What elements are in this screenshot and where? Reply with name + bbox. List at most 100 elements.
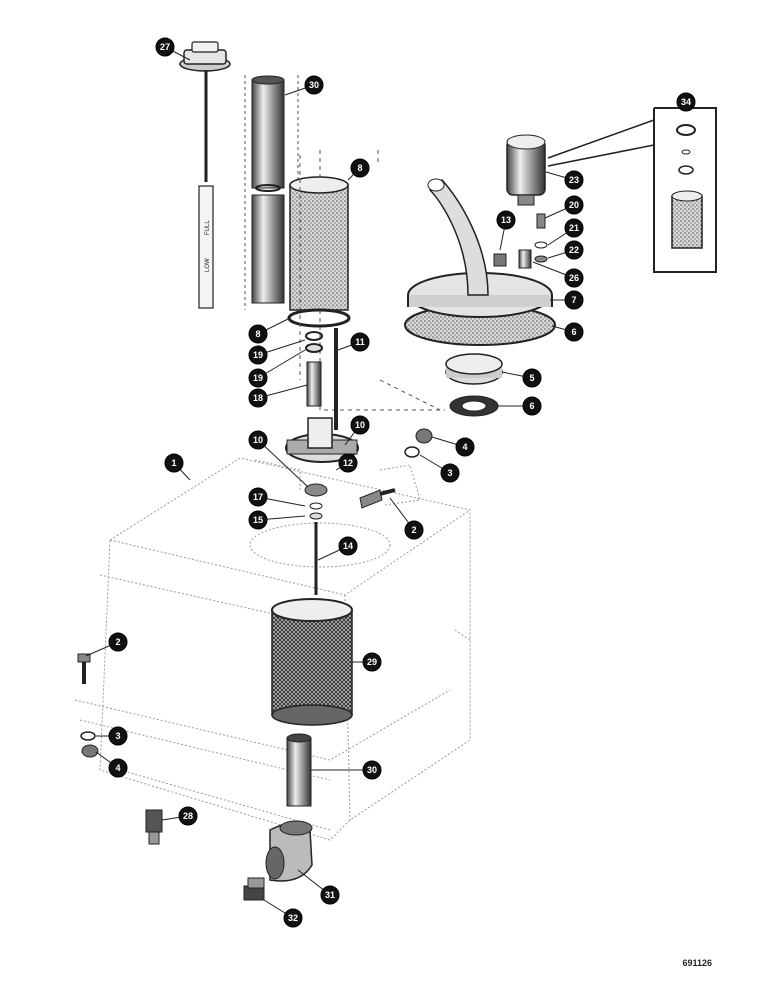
callout-number: 27: [160, 42, 170, 52]
callout-badge: [404, 520, 424, 540]
callout-4a: 4: [431, 436, 475, 457]
callout-badge: [440, 463, 460, 483]
callout-14: 14: [317, 536, 358, 561]
callout-34: 34: [676, 92, 696, 112]
callout-badge: [108, 726, 128, 746]
callout-26: 26: [532, 261, 584, 288]
callout-badge: [564, 195, 584, 215]
breather-detail-inset: [547, 107, 717, 273]
callout-number: 8: [255, 329, 260, 339]
breather-cap: [493, 134, 548, 269]
callout-21: 21: [547, 218, 584, 246]
callout-27: 27: [155, 37, 191, 61]
callout-28: 28: [161, 806, 198, 826]
callout-15: 15: [248, 510, 306, 530]
callout-number: 26: [569, 273, 579, 283]
callout-8a: 8: [347, 158, 370, 181]
callout-badge: [304, 75, 324, 95]
callout-22: 22: [547, 240, 584, 260]
callout-number: 17: [253, 492, 263, 502]
callout-number: 10: [253, 435, 263, 445]
callout-number: 8: [357, 163, 362, 173]
callout-number: 4: [462, 442, 467, 452]
callout-badge: [362, 652, 382, 672]
callout-badge: [496, 210, 516, 230]
callout-30a: 30: [284, 75, 324, 96]
callout-number: 6: [529, 401, 534, 411]
callout-number: 31: [325, 890, 335, 900]
callout-31: 31: [297, 869, 340, 905]
lower-pipe-nipple: [286, 733, 312, 807]
tank-cover-plate: [299, 155, 556, 411]
callout-3b: 3: [96, 726, 128, 746]
figure-number: 691126: [682, 958, 712, 968]
callout-30b: 30: [311, 760, 382, 780]
callout-number: 4: [115, 763, 120, 773]
callout-badge: [108, 632, 128, 652]
callout-number: 20: [569, 200, 579, 210]
dipstick-full-mark: FULL: [205, 220, 211, 235]
callout-12: 12: [335, 453, 358, 473]
callout-badge: [350, 158, 370, 178]
callout-badge: [178, 806, 198, 826]
callout-badge: [564, 170, 584, 190]
level-sight-fitting: [145, 809, 163, 845]
callout-number: 3: [115, 731, 120, 741]
callout-number: 28: [183, 811, 193, 821]
hydraulic-tank: [74, 457, 471, 841]
callout-11: 11: [337, 332, 370, 352]
callout-badge: [564, 322, 584, 342]
dipstick-low-mark: LOW: [205, 258, 211, 272]
callout-10a: 10: [344, 415, 370, 446]
callout-number: 6: [571, 327, 576, 337]
callout-badge: [248, 487, 268, 507]
callout-number: 19: [253, 350, 263, 360]
upper-pipe-nipple: [244, 75, 299, 310]
right-bolt-nut-washer: [359, 428, 433, 509]
callout-number: 1: [171, 458, 176, 468]
callout-19b: 19: [248, 349, 306, 388]
callout-number: 12: [343, 458, 353, 468]
callout-number: 18: [253, 393, 263, 403]
callout-1: 1: [164, 453, 191, 481]
pipe-elbow: [265, 820, 313, 882]
callout-badge: [320, 885, 340, 905]
callout-badge: [164, 453, 184, 473]
drain-plug: [243, 877, 265, 901]
callout-17: 17: [248, 487, 306, 507]
callout-badge: [564, 290, 584, 310]
callout-4b: 4: [95, 751, 128, 778]
callout-23: 23: [545, 170, 584, 190]
callout-badge: [350, 415, 370, 435]
callout-badge: [248, 368, 268, 388]
callout-badge: [564, 268, 584, 288]
callout-number: 11: [355, 337, 365, 347]
callout-8b: 8: [248, 317, 291, 344]
adapter-and-gasket: [445, 353, 503, 417]
callout-number: 3: [447, 468, 452, 478]
callout-number: 2: [411, 525, 416, 535]
callout-3a: 3: [419, 454, 460, 483]
callout-badge: [248, 430, 268, 450]
callout-number: 30: [309, 80, 319, 90]
callout-number: 10: [355, 420, 365, 430]
callout-number: 32: [288, 913, 298, 923]
callout-badge: [338, 536, 358, 556]
callout-badge: [338, 453, 358, 473]
callout-number: 22: [569, 245, 579, 255]
callout-badge: [362, 760, 382, 780]
callout-18: 18: [248, 384, 308, 408]
callout-7: 7: [550, 290, 584, 310]
callout-19a: 19: [248, 339, 306, 365]
callout-number: 34: [681, 97, 691, 107]
callout-number: 14: [343, 541, 353, 551]
callout-2a: 2: [389, 497, 424, 540]
callout-5: 5: [501, 368, 542, 388]
left-bolt-nut-washer: [77, 653, 99, 758]
callout-number: 23: [569, 175, 579, 185]
callout-badge: [283, 908, 303, 928]
callout-badge: [248, 388, 268, 408]
callout-2b: 2: [85, 632, 128, 657]
callout-29: 29: [352, 652, 382, 672]
